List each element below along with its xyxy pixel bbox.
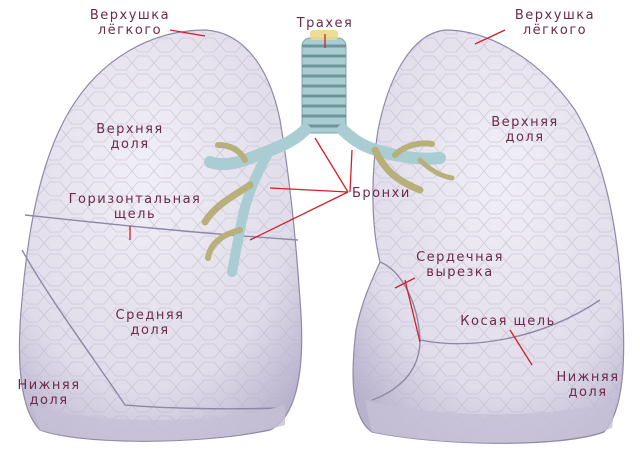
bronchi-label: Бронхи (352, 186, 442, 201)
middle-lobe-line1: Средняя (95, 308, 205, 323)
apex-right-label-line1: Верхушка (490, 8, 620, 23)
lower-lobe-right-line2: доля (540, 385, 636, 400)
lower-lobe-right-label: Нижняя доля (540, 370, 636, 400)
upper-lobe-left-line2: доля (75, 137, 185, 152)
upper-lobe-left-line1: Верхняя (75, 122, 185, 137)
cardiac-notch-line2: вырезка (400, 265, 520, 280)
oblique-fissure-label: Косая щель (438, 314, 578, 329)
upper-lobe-right-line2: доля (470, 130, 580, 145)
lower-lobe-left-label: Нижняя доля (4, 378, 94, 408)
horizontal-fissure-label: Горизонтальная щель (45, 192, 225, 222)
apex-left-label-line2: лёгкого (65, 23, 195, 38)
trachea-label-text: Трахея (270, 16, 380, 31)
bronchi-label-text: Бронхи (352, 186, 442, 201)
middle-lobe-line2: доля (95, 323, 205, 338)
lower-lobe-left-line2: доля (4, 393, 94, 408)
upper-lobe-right-line1: Верхняя (470, 115, 580, 130)
horizontal-fissure-line2: щель (45, 207, 225, 222)
upper-lobe-left-label: Верхняя доля (75, 122, 185, 152)
upper-lobe-right-label: Верхняя доля (470, 115, 580, 145)
apex-right-label-line2: лёгкого (490, 23, 620, 38)
cardiac-notch-label: Сердечная вырезка (400, 250, 520, 280)
trachea (302, 30, 346, 133)
apex-left-label-line1: Верхушка (65, 8, 195, 23)
lower-lobe-left-line1: Нижняя (4, 378, 94, 393)
apex-right-label: Верхушка лёгкого (490, 8, 620, 38)
lower-lobe-right-line1: Нижняя (540, 370, 636, 385)
oblique-fissure-text: Косая щель (438, 314, 578, 329)
trachea-label: Трахея (270, 16, 380, 31)
horizontal-fissure-line1: Горизонтальная (45, 192, 225, 207)
apex-left-label: Верхушка лёгкого (65, 8, 195, 38)
cardiac-notch-line1: Сердечная (400, 250, 520, 265)
middle-lobe-label: Средняя доля (95, 308, 205, 338)
